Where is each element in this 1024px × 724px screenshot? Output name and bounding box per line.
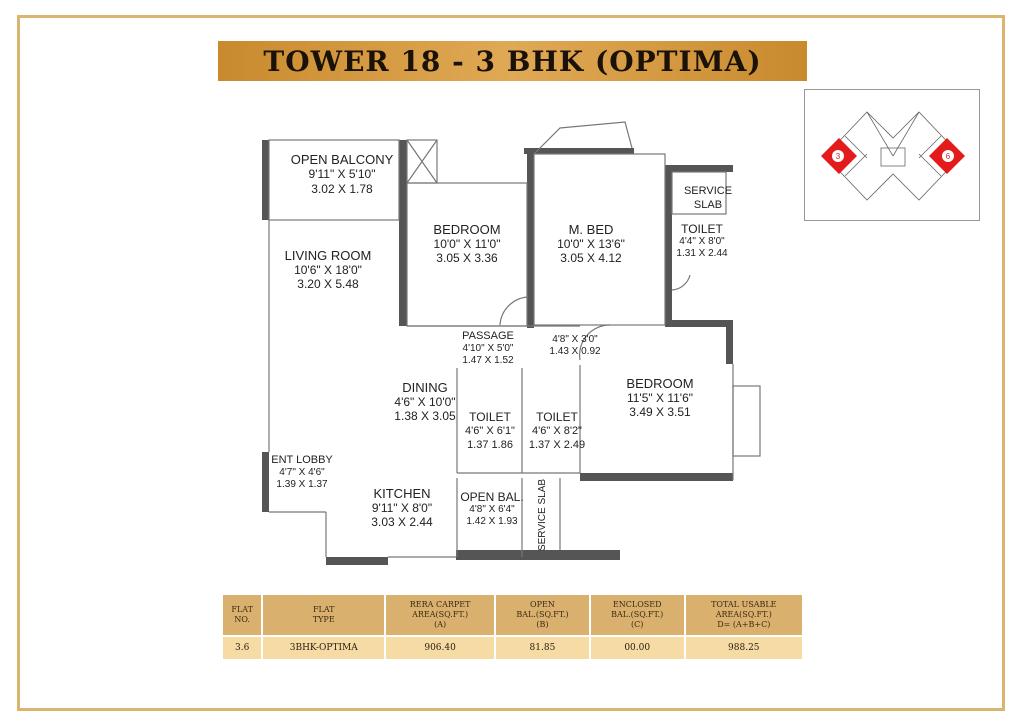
cell-rera-carpet: 906.40	[386, 637, 495, 659]
table-row: 3.6 3BHK-OPTIMA 906.40 81.85 00.00 988.2…	[223, 637, 802, 659]
cell-flat-type: 3BHK-OPTIMA	[263, 637, 385, 659]
cell-flat-no: 3.6	[223, 637, 262, 659]
service-slab-bottom: SERVICE SLAB	[537, 478, 548, 552]
page-border	[17, 15, 1005, 711]
cell-total-usable: 988.25	[685, 637, 802, 659]
cell-enclosed-bal: 00.00	[590, 637, 684, 659]
flat-marker-6: 6	[946, 152, 951, 161]
key-plan-drawing: 3 6	[821, 111, 965, 201]
flat-marker-3: 3	[836, 152, 841, 161]
key-plan: 3 6	[804, 89, 980, 221]
room-open-balcony-2: OPEN BAL.4'8" X 6'4"1.42 X 1.93	[460, 490, 524, 527]
page-title: TOWER 18 - 3 BHK (OPTIMA)	[218, 41, 807, 81]
cell-open-bal: 81.85	[496, 637, 589, 659]
room-lobby-area: 4'8" X 3'0"1.43 X 0.92	[549, 334, 601, 357]
